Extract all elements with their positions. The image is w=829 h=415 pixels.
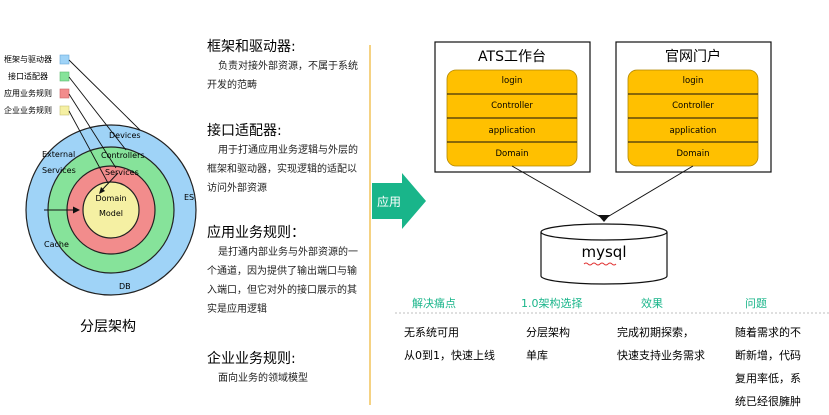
section-desc-app-rules: 是打通内部业务与外部资源的一个通道，因为提供了输出端口与输入端口，但它对外的接口… [207,247,358,315]
database-label: mysql [581,243,627,261]
database-cylinder-body [540,232,668,285]
legend-label-frameworks: 框架与驱动器 [4,55,52,64]
database-cylinder-top [540,223,668,241]
layer-label-domain: Domain [676,149,710,159]
ring-label-db: DB [119,282,131,291]
legend-swatch-adapters [59,71,70,82]
leader-line-frameworks [68,59,141,131]
system-title-ats: ATS工作台 [478,49,546,65]
layer-label-login: login [682,76,704,86]
leader-line-adapters [68,76,127,151]
db-arrowhead [598,215,610,222]
leader-line-app-rules [68,93,117,169]
legend-label-enterprise-rules: 企业业务规则 [4,106,52,115]
column-line: 从0到1，快速上线 [404,349,495,362]
column-line: 无系统可用 [404,326,459,339]
connector-portal-db [603,165,694,220]
section-desc-enterprise-rules: 面向业务的领域模型 [218,373,308,384]
column-body-effect: 完成初期探索， 快速支持业务需求 [617,321,705,367]
layer-label-domain: Domain [495,149,529,159]
dependency-arrowhead-upper [99,187,105,194]
column-head-pain-points: 解决痛点 [412,297,456,310]
apply-arrow-label: 应用 [377,195,402,209]
column-line: 复用率低，系 [735,372,801,385]
diagram-caption: 分层架构 [80,319,136,335]
section-desc-adapters: 用于打通应用业务逻辑与外层的框架和驱动器，实现逻辑的适配以访问外部资源 [207,145,358,194]
ring-label-devices: Devices [109,131,141,140]
ring-label-external-services: Services [42,166,76,175]
layer-label-login: login [501,76,523,86]
ring-label-es: ES [184,193,195,202]
ring-label-cache: Cache [44,240,69,249]
ring-label-external: External [42,150,76,159]
column-line: 分层架构 [526,326,570,339]
ring-enterprise-rules [82,181,140,239]
section-heading-enterprise-rules: 企业业务规则: [207,351,296,367]
column-line: 统已经很臃肿 [735,395,801,408]
column-head-problems: 问题 [745,297,767,310]
column-body-architecture: 分层架构 单库 [526,321,570,367]
ring-label-model: Model [98,209,124,218]
apply-arrow [372,173,426,229]
layer-label-controller: Controller [672,101,714,111]
legend-label-adapters: 接口适配器 [8,72,48,81]
section-desc-frameworks: 负责对接外部资源，不属于系统开发的范畴 [207,61,358,91]
layer-label-controller: Controller [491,101,533,111]
legend-swatch-frameworks [59,54,70,65]
ring-label-domain: Domain [95,194,127,203]
dependency-arrow-upper [100,172,119,192]
system-title-portal: 官网门户 [665,49,721,65]
column-line: 单库 [526,349,548,362]
layer-label-application: application [669,126,717,136]
column-body-problems: 随着需求的不 断新增，代码 复用率低，系 统已经很臃肿 [735,321,801,413]
dependency-arrowhead-horizontal [73,206,80,214]
column-head-architecture: 1.0架构选择 [521,297,583,310]
legend-swatch-app-rules [59,88,70,99]
spellcheck-underline [583,262,617,266]
leader-line-enterprise-rules [68,110,109,184]
connector-ats-db [511,165,605,220]
section-heading-frameworks: 框架和驱动器: [207,39,296,55]
column-head-effect: 效果 [641,297,663,310]
section-heading-app-rules: 应用业务规则： [207,225,305,241]
column-line: 随着需求的不 [735,326,801,339]
section-heading-adapters: 接口适配器: [207,123,282,139]
column-body-pain-points: 无系统可用 从0到1，快速上线 [404,321,495,367]
ring-label-controllers: Controllers [101,151,145,160]
legend-label-app-rules: 应用业务规则 [4,89,52,98]
column-line: 断新增，代码 [735,349,801,362]
layer-label-application: application [488,126,536,136]
column-line: 完成初期探索， [617,326,694,339]
column-line: 快速支持业务需求 [617,349,705,362]
legend-swatch-enterprise-rules [59,105,70,116]
ring-label-services: Services [105,168,139,177]
